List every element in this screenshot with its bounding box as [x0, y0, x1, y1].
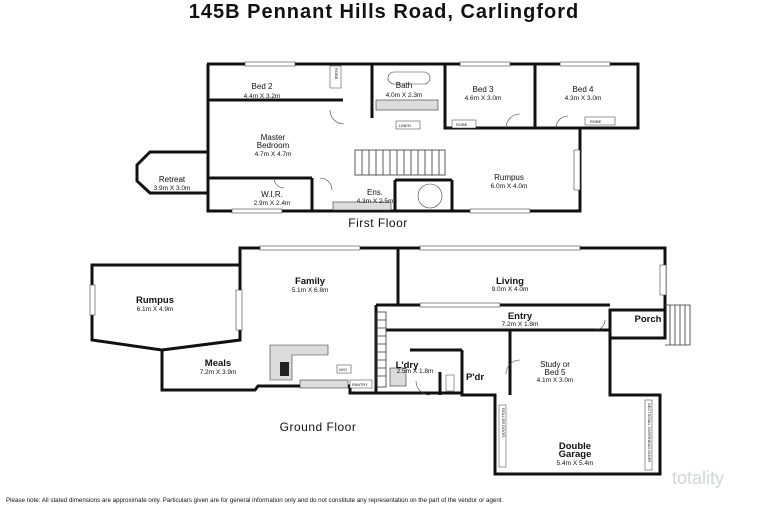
ground-floor-stairs: [375, 311, 387, 388]
first-floor-stairs: [354, 149, 446, 176]
room-family-dim: 5.1m X 6.8m: [292, 287, 329, 294]
room-retreat-name: Retreat: [159, 175, 186, 184]
room-pdr-name: P'dr: [466, 372, 484, 383]
wo-cupboard: [336, 364, 352, 374]
pantry: [349, 379, 373, 389]
robe-bed4: [584, 116, 616, 126]
room-ens-dim: 4.3m X 2.5m: [357, 198, 394, 205]
svg-text:ROLLER DOOR: ROLLER DOOR: [501, 408, 506, 437]
svg-text:SECTIONAL OVERHEAD DOOR: SECTIONAL OVERHEAD DOOR: [647, 403, 652, 462]
room-rumpus-first-dim: 6.0m X 4.0m: [491, 183, 528, 190]
room-ldry-name: L'dry: [396, 360, 420, 371]
room-study-dim: 4.1m X 3.0m: [537, 377, 574, 384]
ground-floor-plan: PANTRY W/O ROLLER DOOR SECTIONAL OVERHEA…: [89, 245, 691, 476]
room-bed2-name: Bed 2: [252, 82, 273, 91]
watermark-logo: totality: [672, 468, 725, 488]
room-bed3-name: Bed 3: [473, 85, 494, 94]
room-porch-name: Porch: [635, 314, 662, 325]
room-ens-name: Ens.: [367, 188, 383, 197]
linen-ground: [445, 374, 455, 392]
svg-text:W/O: W/O: [339, 367, 347, 372]
room-entry-name: Entry: [508, 311, 533, 322]
room-study-name2: Bed 5: [545, 368, 566, 377]
room-meals-name: Meals: [205, 358, 231, 369]
first-floor-plan: ROBE ROBE ROBE LINEN Bed 2 4.4m X 3.2m B…: [135, 61, 640, 230]
linen-cupboard: [395, 120, 421, 130]
svg-text:ROBE: ROBE: [334, 68, 339, 80]
room-rumpus-ground-name: Rumpus: [136, 295, 174, 306]
robe-bed3: [451, 119, 477, 129]
room-bed3-dim: 4.6m X 3.0m: [465, 95, 502, 102]
svg-text:ROBE: ROBE: [590, 119, 602, 124]
cooktop-icon: [280, 362, 289, 376]
room-wir-dim: 2.9m X 2.4m: [254, 200, 291, 207]
roller-door: [498, 404, 507, 468]
ground-floor-label: Ground Floor: [280, 420, 357, 434]
room-bed4-name: Bed 4: [573, 85, 594, 94]
bathtub-icon: [387, 71, 431, 85]
laundry-tub-icon: [389, 367, 407, 387]
robe-bed2: [329, 65, 342, 89]
ensuite-vanity-icon: [332, 201, 392, 211]
svg-text:ROBE: ROBE: [456, 122, 468, 127]
room-retreat-dim: 3.9m X 3.0m: [154, 185, 191, 192]
room-master-dim: 4.7m X 4.7m: [255, 151, 292, 158]
room-garage-name2: Garage: [559, 449, 592, 460]
svg-text:LINEN: LINEN: [399, 123, 411, 128]
room-entry-dim: 7.2m X 1.8m: [502, 321, 539, 328]
svg-text:PANTRY: PANTRY: [352, 382, 368, 387]
room-ldry-dim: 2.5m X 1.8m: [397, 368, 434, 375]
shower-icon: [417, 183, 443, 209]
disclaimer: Please note: All stated dimensions are a…: [6, 497, 504, 504]
kitchen: PANTRY W/O: [269, 344, 373, 389]
room-rumpus-first-name: Rumpus: [494, 173, 524, 182]
room-meals-dim: 7.2m X 3.9m: [200, 369, 237, 376]
porch-steps: [665, 304, 691, 346]
room-study-name1: Study or: [540, 360, 570, 369]
room-wir-name: W.I.R.: [261, 190, 283, 199]
room-master-name1: Master: [261, 133, 286, 142]
room-rumpus-ground-dim: 6.1m X 4.9m: [137, 306, 174, 313]
room-master-name2: Bedroom: [257, 141, 290, 150]
room-bath-dim: 4.0m X 2.3m: [386, 92, 423, 99]
room-living-name: Living: [496, 276, 524, 287]
plan-title: 145B Pennant Hills Road, Carlingford: [188, 1, 580, 23]
room-bed4-dim: 4.3m X 3.0m: [565, 95, 602, 102]
sectional-door: [644, 399, 653, 471]
room-garage-dim: 5.4m X 5.4m: [557, 460, 594, 467]
vanity-icon: [375, 99, 439, 111]
room-bath-name: Bath: [396, 81, 412, 90]
room-garage-name1: Double: [559, 441, 591, 452]
room-family-name: Family: [295, 276, 326, 287]
room-bed2-dim: 4.4m X 3.2m: [244, 93, 281, 100]
room-living-dim: 9.0m X 4.0m: [492, 286, 529, 293]
first-floor-label: First Floor: [348, 216, 408, 230]
